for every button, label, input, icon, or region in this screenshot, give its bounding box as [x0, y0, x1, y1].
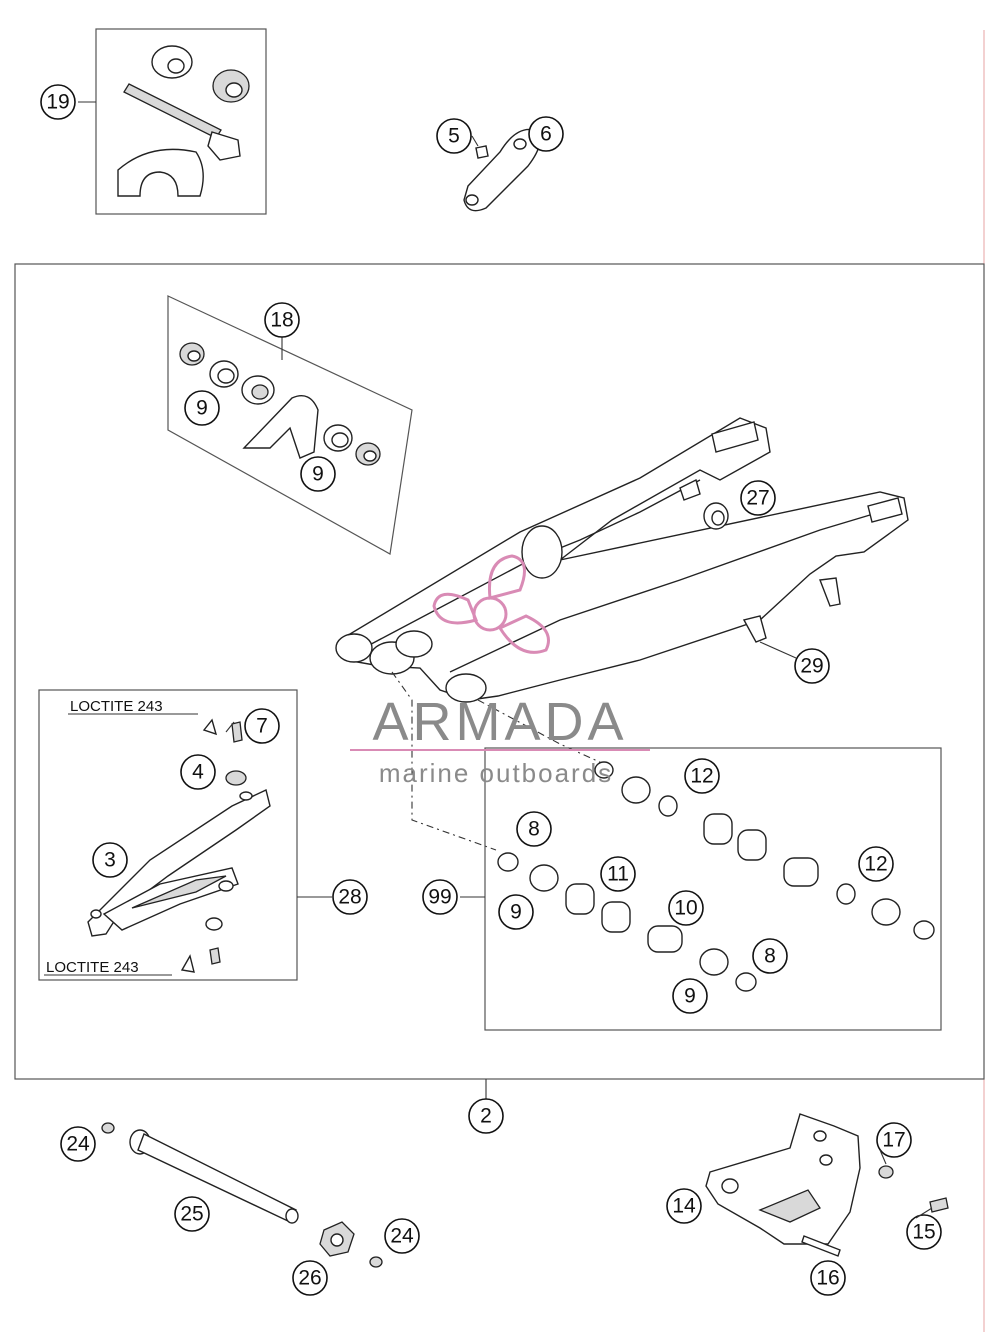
callout-3: 3 [92, 842, 128, 878]
armada-watermark: ARMADA marine outboards [350, 554, 650, 788]
svg-text:8: 8 [764, 945, 776, 968]
svg-text:9: 9 [312, 463, 324, 486]
watermark-brand: ARMADA [372, 692, 627, 752]
bearing-kit-99-parts [497, 761, 935, 992]
svg-text:12: 12 [864, 853, 887, 876]
bushing-27-drawing [703, 502, 729, 530]
callout-8-bottom: 8 [752, 938, 788, 974]
svg-text:24: 24 [390, 1225, 414, 1248]
callout-15: 15 [906, 1214, 942, 1250]
main-assembly-frame [14, 263, 985, 1080]
bracket-6-drawing [463, 128, 541, 212]
callout-14: 14 [666, 1188, 702, 1224]
svg-text:18: 18 [270, 309, 293, 332]
callout-27: 27 [740, 480, 776, 516]
callout-8-top: 8 [516, 811, 552, 847]
axis-line-left [391, 671, 497, 851]
kit-19-parts [117, 45, 250, 197]
svg-text:24: 24 [66, 1133, 90, 1156]
callout-9-kit99-left: 9 [498, 894, 534, 930]
callout-18: 18 [264, 302, 300, 338]
svg-text:4: 4 [192, 761, 204, 784]
kit-18-parts [179, 342, 381, 466]
svg-text:17: 17 [882, 1129, 905, 1152]
callout-7: 7 [244, 708, 280, 744]
callout-16: 16 [810, 1260, 846, 1296]
svg-text:5: 5 [448, 125, 460, 148]
svg-text:7: 7 [256, 715, 268, 738]
loctite-label-bottom: LOCTITE 243 [46, 959, 139, 976]
svg-text:2: 2 [480, 1105, 492, 1128]
callout-99: 99 [422, 879, 458, 915]
svg-text:27: 27 [746, 487, 769, 510]
callout-17: 17 [876, 1122, 912, 1158]
svg-text:9: 9 [196, 397, 208, 420]
callout-11: 11 [600, 856, 636, 892]
svg-text:6: 6 [540, 123, 552, 146]
callout-12-top: 12 [684, 758, 720, 794]
svg-text:15: 15 [912, 1221, 935, 1244]
callout-29: 29 [794, 648, 830, 684]
svg-text:8: 8 [528, 818, 540, 841]
svg-text:10: 10 [674, 897, 697, 920]
callout-6: 6 [528, 116, 564, 152]
kit-19-frame [95, 28, 267, 215]
svg-text:11: 11 [607, 863, 629, 886]
callout-4: 4 [180, 754, 216, 790]
callout-24-left: 24 [60, 1126, 96, 1162]
propeller-logo-icon [432, 554, 550, 654]
svg-text:9: 9 [684, 985, 696, 1008]
svg-text:29: 29 [800, 655, 823, 678]
callout-12-right: 12 [858, 846, 894, 882]
svg-text:9: 9 [510, 901, 522, 924]
callout-24-right: 24 [384, 1218, 420, 1254]
callout-9-kit99-bottom: 9 [672, 978, 708, 1014]
axis-line-right [477, 699, 605, 765]
callout-9-kit18-top: 9 [184, 390, 220, 426]
callout-2: 2 [468, 1098, 504, 1134]
svg-text:16: 16 [816, 1267, 839, 1290]
kit-99-frame [484, 747, 942, 1031]
svg-text:99: 99 [428, 886, 451, 909]
callout-10: 10 [668, 890, 704, 926]
kit-18-frame [167, 295, 413, 555]
callout-19: 19 [40, 84, 76, 120]
chain-guide-14-drawing [705, 1113, 949, 1257]
chain-slider-3-drawing [87, 789, 271, 937]
svg-text:14: 14 [672, 1195, 696, 1218]
svg-text:25: 25 [180, 1203, 203, 1226]
watermark-tagline: marine outboards [379, 758, 613, 788]
svg-text:26: 26 [298, 1267, 321, 1290]
callout-26: 26 [292, 1260, 328, 1296]
axle-25-drawing [101, 1122, 383, 1268]
callout-9-kit18-bottom: 9 [300, 456, 336, 492]
svg-text:3: 3 [104, 849, 116, 872]
kit-28-frame [38, 689, 298, 981]
callout-25: 25 [174, 1196, 210, 1232]
svg-text:28: 28 [338, 886, 361, 909]
svg-text:12: 12 [690, 765, 713, 788]
svg-text:19: 19 [46, 91, 69, 114]
loctite-label-top: LOCTITE 243 [70, 698, 163, 715]
loctite-screws-drawing [180, 718, 247, 973]
callout-28: 28 [332, 879, 368, 915]
callout-5: 5 [436, 118, 472, 154]
